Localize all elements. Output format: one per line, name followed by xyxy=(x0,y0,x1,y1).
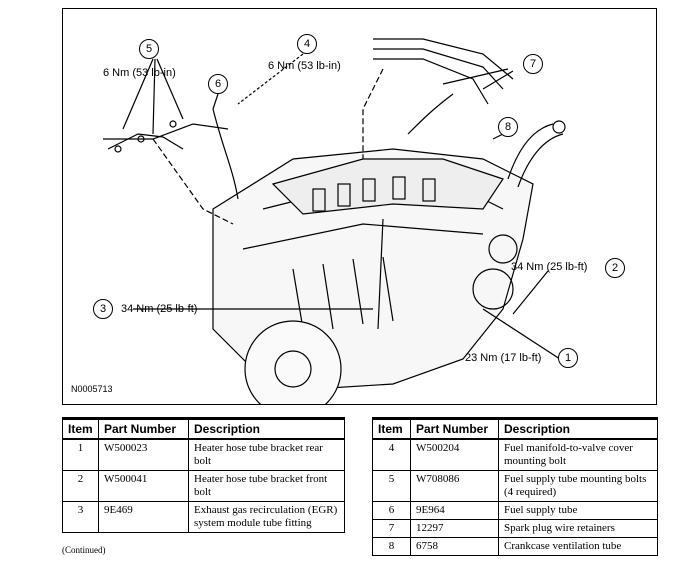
parts-table-left: Item Part Number Description 1 W500023 H… xyxy=(62,417,345,533)
description-cell: Exhaust gas recirculation (EGR) system m… xyxy=(188,501,345,533)
header-item: Item xyxy=(62,417,99,440)
description-cell: Fuel supply tube xyxy=(498,501,658,520)
callout-4-torque: 6 Nm (53 lb-in) xyxy=(268,60,341,72)
item-cell: 2 xyxy=(62,470,99,502)
table-row: 8 6758 Crankcase ventilation tube xyxy=(372,537,658,556)
callout-2-torque: 34 Nm (25 lb-ft) xyxy=(511,261,588,273)
item-cell: 8 xyxy=(372,537,411,556)
part-cell: 9E469 xyxy=(98,501,189,533)
callout-4-number: 4 xyxy=(297,34,317,54)
table-row: 4 W500204 Fuel manifold-to-valve cover m… xyxy=(372,438,658,471)
table-row: 2 W500041 Heater hose tube bracket front… xyxy=(62,470,345,502)
item-cell: 7 xyxy=(372,519,411,538)
figure-id: N0005713 xyxy=(71,384,113,394)
table-row: 3 9E469 Exhaust gas recirculation (EGR) … xyxy=(62,501,345,533)
header-description: Description xyxy=(498,417,658,440)
callout-1-number: 1 xyxy=(558,348,578,368)
part-cell: W500204 xyxy=(410,438,499,471)
part-cell: 12297 xyxy=(410,519,499,538)
table-row: 5 W708086 Fuel supply tube mounting bolt… xyxy=(372,470,658,502)
item-cell: 4 xyxy=(372,438,411,471)
description-cell: Heater hose tube bracket rear bolt xyxy=(188,438,345,471)
callout-5-number: 5 xyxy=(139,39,159,59)
header-part-number: Part Number xyxy=(98,417,189,440)
item-cell: 6 xyxy=(372,501,411,520)
callout-3-number: 3 xyxy=(93,299,113,319)
callout-7-number: 7 xyxy=(523,54,543,74)
header-description: Description xyxy=(188,417,345,440)
continued-note: (Continued) xyxy=(62,545,106,555)
table-row: 1 W500023 Heater hose tube bracket rear … xyxy=(62,438,345,471)
parts-table-right: Item Part Number Description 4 W500204 F… xyxy=(372,417,658,556)
description-cell: Heater hose tube bracket front bolt xyxy=(188,470,345,502)
part-cell: 6758 xyxy=(410,537,499,556)
engine-diagram: 5 6 Nm (53 lb-in) 4 6 Nm (53 lb-in) 6 7 … xyxy=(62,8,657,405)
item-cell: 5 xyxy=(372,470,411,502)
callout-5-torque: 6 Nm (53 lb-in) xyxy=(103,67,176,79)
header-item: Item xyxy=(372,417,411,440)
part-cell: W500023 xyxy=(98,438,189,471)
item-cell: 1 xyxy=(62,438,99,471)
description-cell: Crankcase ventilation tube xyxy=(498,537,658,556)
description-cell: Fuel manifold-to-valve cover mounting bo… xyxy=(498,438,658,471)
description-cell: Fuel supply tube mounting bolts (4 requi… xyxy=(498,470,658,502)
callout-1-torque: 23 Nm (17 lb-ft) xyxy=(465,352,542,364)
header-part-number: Part Number xyxy=(410,417,499,440)
part-cell: 9E964 xyxy=(410,501,499,520)
engine-illustration xyxy=(103,38,566,404)
part-cell: W708086 xyxy=(410,470,499,502)
callout-3-torque: 34 Nm (25 lb-ft) xyxy=(121,303,198,315)
table-row: 6 9E964 Fuel supply tube xyxy=(372,501,658,520)
callout-8-number: 8 xyxy=(498,117,518,137)
table-header-row: Item Part Number Description xyxy=(372,417,658,440)
description-cell: Spark plug wire retainers xyxy=(498,519,658,538)
table-header-row: Item Part Number Description xyxy=(62,417,345,440)
callout-2-number: 2 xyxy=(605,258,625,278)
item-cell: 3 xyxy=(62,501,99,533)
table-row: 7 12297 Spark plug wire retainers xyxy=(372,519,658,538)
callout-6-number: 6 xyxy=(208,74,228,94)
part-cell: W500041 xyxy=(98,470,189,502)
